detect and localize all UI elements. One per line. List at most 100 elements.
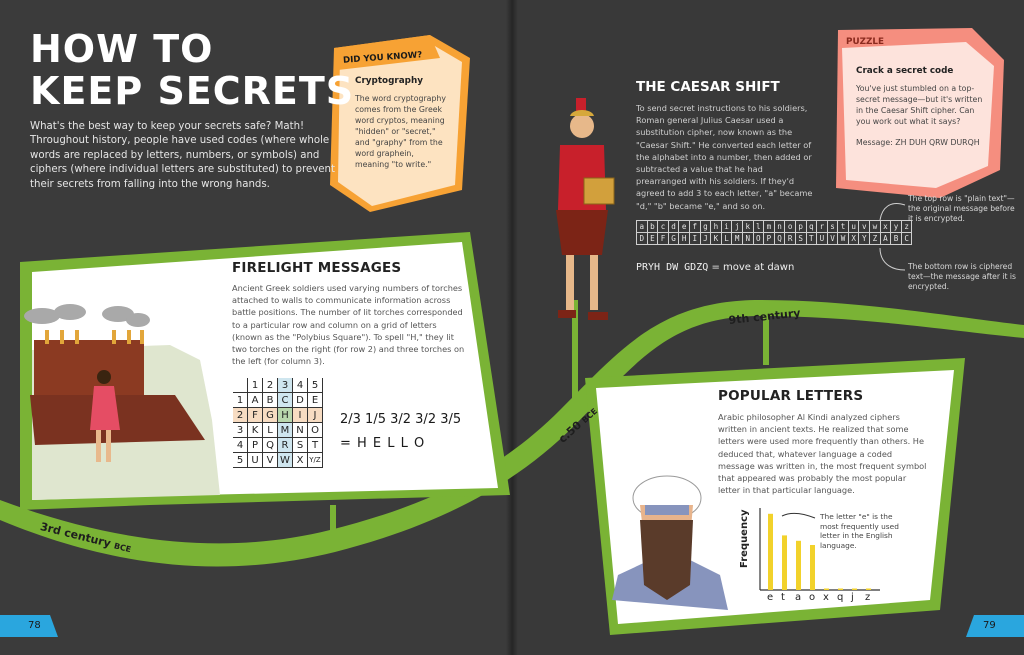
- torches-illustration: [45, 330, 144, 344]
- chart-bar-o: [810, 545, 815, 590]
- chart-x-tick-x: x: [823, 592, 829, 603]
- plain-letter-w: w: [869, 220, 881, 233]
- greek-soldier-illustration: [90, 370, 120, 462]
- cipher-letter-L: L: [720, 232, 733, 245]
- cipher-letter-B: B: [890, 232, 902, 245]
- chart-bar-x: [824, 588, 829, 590]
- polybius-cell: R: [277, 437, 293, 453]
- note-arrow-bottom: [879, 247, 906, 271]
- polybius-cell: Y/Z: [307, 452, 323, 468]
- cipher-letter-Q: Q: [773, 232, 786, 245]
- puzzle-card: [842, 42, 994, 188]
- polybius-cell: I: [292, 407, 308, 423]
- polybius-row-number: 1: [233, 392, 248, 408]
- chart-x-tick-q: q: [837, 592, 844, 603]
- cipher-letter-J: J: [699, 232, 712, 245]
- cipher-letter-Y: Y: [858, 232, 871, 245]
- note-cipher-text: The bottom row is ciphered text—the mess…: [908, 262, 1016, 291]
- puzzle-message: Message: ZH DUH QRW DURQH: [856, 138, 980, 147]
- polybius-row-number: 4: [233, 437, 248, 453]
- plain-letter-b: b: [646, 220, 659, 233]
- note-arrow-top: [879, 203, 906, 221]
- timeline-connector-popular: [763, 315, 769, 365]
- title-line-2: KEEP SECRETS: [30, 69, 355, 113]
- polybius-cell: G: [262, 407, 278, 423]
- plain-letter-v: v: [858, 220, 871, 233]
- polybius-cell: M: [277, 422, 293, 438]
- chart-bar-z: [866, 588, 871, 590]
- plain-letter-l: l: [752, 220, 765, 233]
- caesar-example-code: PRYH DW GDZQ: [636, 262, 709, 273]
- chart-x-tick-j: j: [851, 592, 854, 603]
- page-number-left: 78: [28, 620, 41, 631]
- plain-letter-a: a: [636, 220, 648, 233]
- polybius-cell: W: [277, 452, 293, 468]
- caesar-heading: THE CAESAR SHIFT: [636, 79, 780, 95]
- cipher-letter-N: N: [741, 232, 754, 245]
- polybius-cell: L: [262, 422, 278, 438]
- polybius-col-3: 3: [277, 378, 293, 393]
- caesar-illustration: [556, 98, 615, 320]
- puzzle-tag: PUZZLE: [846, 37, 884, 47]
- cipher-letter-U: U: [816, 232, 828, 245]
- polybius-col-4: 4: [292, 378, 308, 393]
- polybius-cell: U: [247, 452, 263, 468]
- plain-letter-t: t: [837, 220, 849, 233]
- polybius-row-number: 3: [233, 422, 248, 438]
- chart-bar-t: [782, 535, 787, 590]
- page-title: HOW TO KEEP SECRETS: [30, 28, 354, 112]
- polybius-row-number: 5: [233, 452, 248, 468]
- intro-text: What's the best way to keep your secrets…: [30, 121, 336, 190]
- smoke-illustration: [24, 304, 150, 327]
- wall-illustration: [34, 340, 144, 400]
- polybius-cell: E: [307, 392, 323, 408]
- chart-annotation-arrow: [781, 512, 816, 519]
- chart-x-tick-a: a: [795, 592, 802, 603]
- popular-note: The letter "e" is the most frequently us…: [820, 512, 899, 550]
- polybius-row-number: 2: [233, 407, 248, 423]
- chart-bars: [768, 513, 871, 590]
- puzzle-body: You've just stumbled on a top-secret mes…: [856, 84, 983, 126]
- chart-bar-j: [852, 588, 857, 590]
- polybius-cell: B: [262, 392, 278, 408]
- cipher-letter-S: S: [794, 232, 807, 245]
- page-tab-right: [966, 615, 1024, 637]
- puzzle-heading: Crack a secret code: [856, 66, 954, 76]
- plain-letter-n: n: [773, 220, 786, 233]
- cipher-letter-M: M: [731, 232, 743, 245]
- firelight-heading: FIRELIGHT MESSAGES: [232, 260, 402, 276]
- note-plain-text: The top row is "plain text"—the original…: [908, 194, 1015, 223]
- polybius-cell: F: [247, 407, 263, 423]
- plain-letter-q: q: [805, 220, 818, 233]
- plain-letter-g: g: [699, 220, 712, 233]
- chart-y-label: Frequency: [739, 509, 750, 568]
- chart-bar-q: [838, 588, 843, 590]
- chart-x-tick-t: t: [781, 592, 785, 603]
- caesar-example-plain: = move at dawn: [711, 262, 795, 273]
- timeline-connector-firelight: [330, 505, 336, 545]
- plain-letter-o: o: [784, 220, 796, 233]
- plain-letter-d: d: [667, 220, 680, 233]
- polybius-cell: X: [292, 452, 308, 468]
- popular-heading: POPULAR LETTERS: [718, 388, 864, 404]
- polybius-cell: D: [292, 392, 308, 408]
- polybius-cell: S: [292, 437, 308, 453]
- plain-letter-s: s: [826, 220, 839, 233]
- al-kindi-illustration: [612, 475, 728, 610]
- polybius-cell: A: [247, 392, 263, 408]
- polybius-corner: [233, 378, 248, 393]
- polybius-code: 2/3 1/5 3/2 3/2 3/5: [340, 412, 462, 427]
- cipher-letter-A: A: [879, 232, 892, 245]
- did-you-know-body: The word cryptography comes from the Gre…: [355, 94, 446, 169]
